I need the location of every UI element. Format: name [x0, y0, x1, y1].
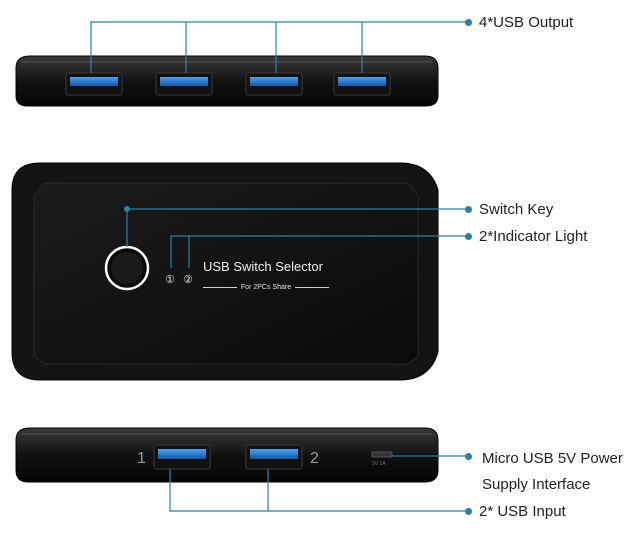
usb-input-port-1: [153, 444, 211, 470]
micro-usb-port: [371, 451, 393, 458]
micro-port-mark: 5V 1A: [372, 461, 386, 467]
port-number-1: 1: [137, 450, 146, 467]
device-subtitle-row: For 2PCs Share: [203, 281, 329, 293]
device-subtitle: For 2PCs Share: [240, 283, 292, 291]
front-device-view: [11, 162, 439, 381]
indicator-light-2: ②: [183, 273, 193, 286]
indicator-callout-dot: [465, 233, 472, 240]
label-usb-output: 4*USB Output: [479, 14, 574, 31]
label-power-line1: Micro USB 5V Power: [482, 450, 623, 467]
power-callout-dot: [465, 453, 472, 460]
indicator-light-1: ①: [165, 273, 175, 286]
back-device-view: [15, 427, 439, 483]
usb-output-callout: [90, 21, 468, 73]
switch-key-source-dot: [124, 206, 130, 212]
subtitle-rule-right: [295, 286, 329, 288]
input-callouts: [169, 455, 468, 512]
usb-output-port-2: [155, 72, 213, 96]
label-switch-key: Switch Key: [479, 201, 554, 218]
device-title: USB Switch Selector: [203, 259, 323, 274]
usb-output-callout-dot: [465, 19, 472, 26]
label-power-line2: Supply Interface: [482, 476, 591, 493]
label-usb-input: 2* USB Input: [479, 503, 566, 520]
usb-input-callout-dot: [465, 508, 472, 515]
usb-output-port-3: [245, 72, 303, 96]
usb-input-port-2: [245, 444, 303, 470]
label-indicator-light: 2*Indicator Light: [479, 228, 588, 245]
port-number-2: 2: [310, 450, 319, 467]
usb-output-port-1: [65, 72, 123, 96]
switch-key-callout-dot: [465, 206, 472, 213]
top-device-view: [15, 55, 439, 107]
usb-output-port-4: [333, 72, 391, 96]
subtitle-rule-left: [203, 286, 237, 288]
